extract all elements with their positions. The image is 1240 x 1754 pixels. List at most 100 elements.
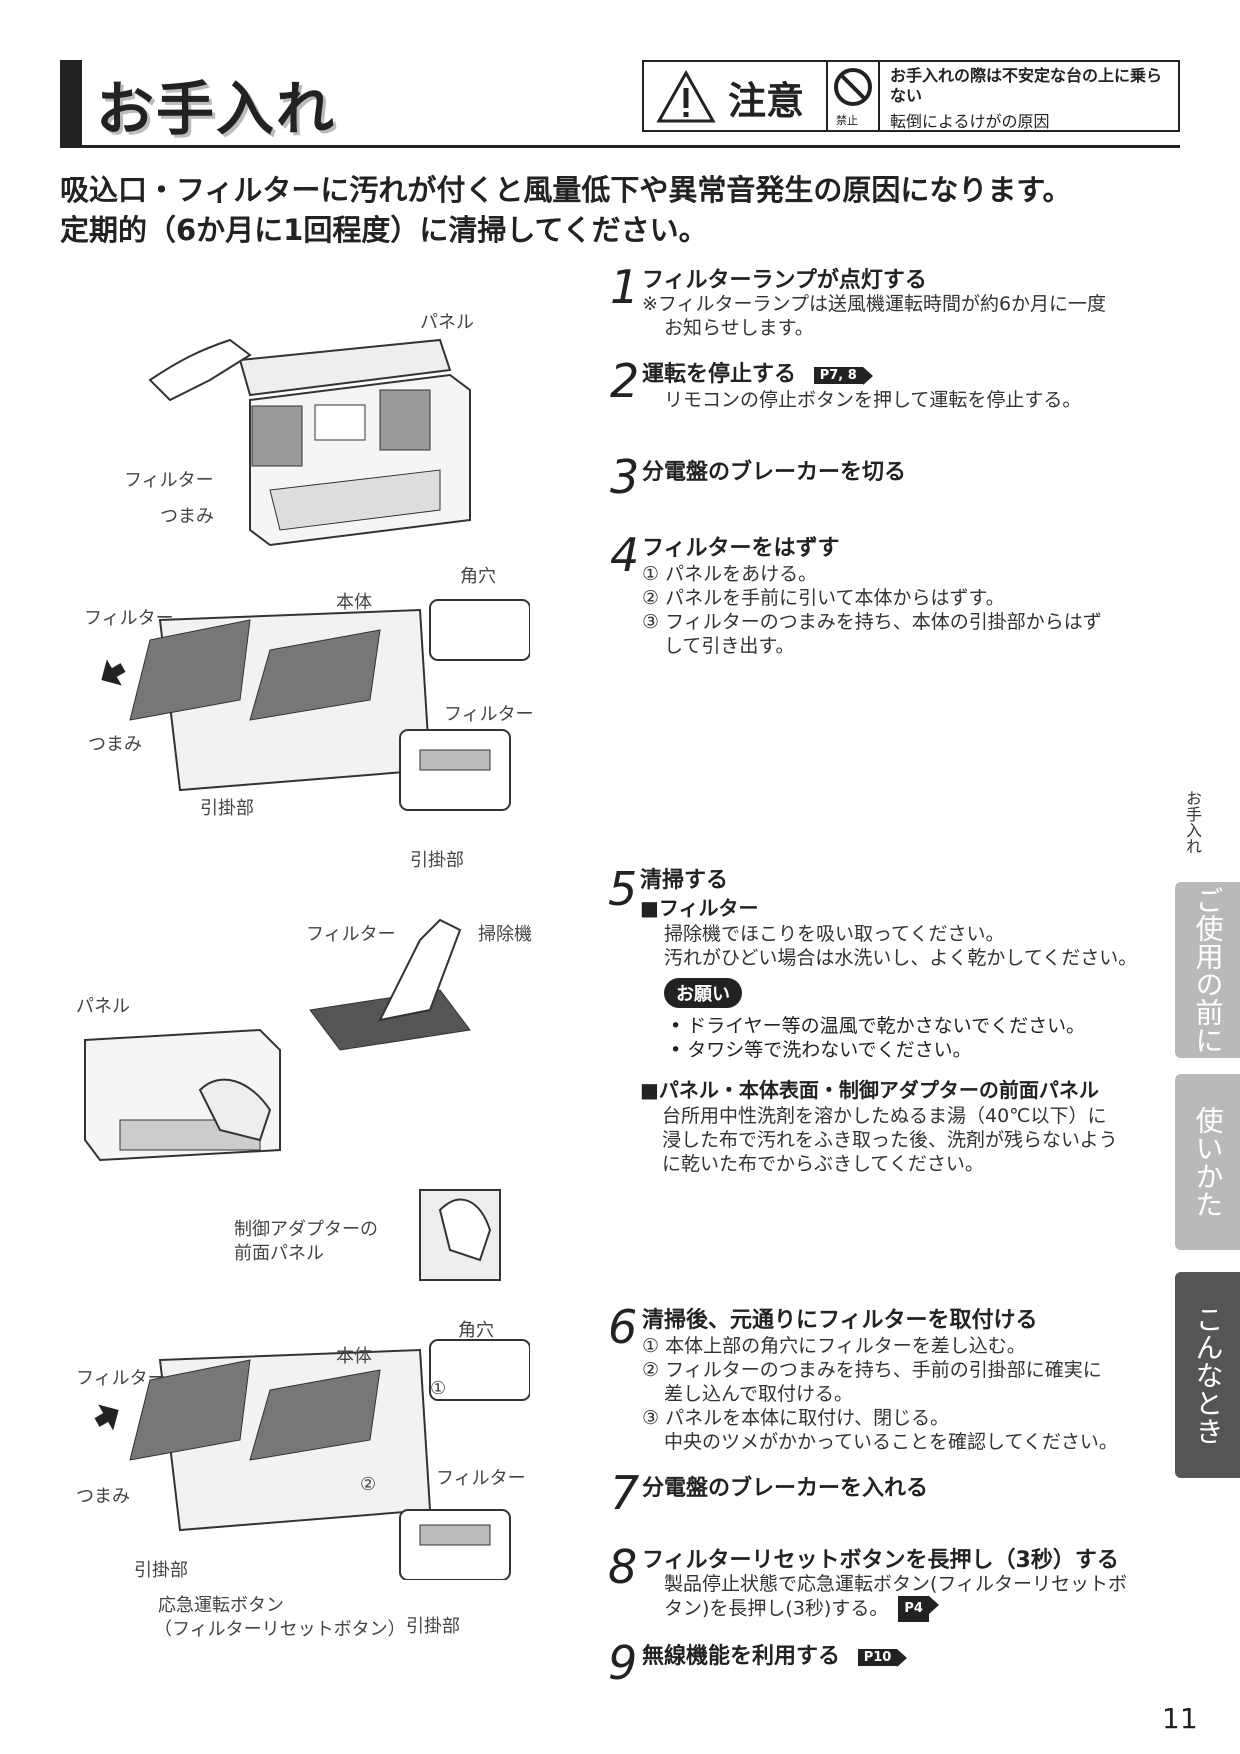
label-vacuum: 掃除機 — [478, 924, 532, 945]
figure-filter-removal — [101, 599, 530, 811]
label-line: 制御アダプターの — [234, 1219, 378, 1240]
prohibit-label: 禁止 — [836, 114, 858, 127]
label-filter: フィルター — [306, 924, 396, 945]
step-body: 台所用中性洗剤を溶かしたぬるま湯（40℃以下）に 浸した布で汚れをふき取った後、… — [662, 1104, 1118, 1176]
body-line: 浸した布で汚れをふき取った後、洗剤が残らないよう — [662, 1129, 1118, 1151]
prohibit-cell: 禁止 — [828, 62, 880, 130]
body-line: ③ パネルを本体に取付け、閉じる。 — [642, 1407, 950, 1429]
title-rule — [60, 145, 1180, 148]
body-line: 製品停止状態で応急運転ボタン(フィルターリセットボ — [664, 1573, 1128, 1595]
intro-line: 定期的（6か月に1回程度）に清掃してください。 — [60, 213, 708, 247]
body-line: 差し込んで取付ける。 — [664, 1383, 854, 1405]
title-accent-bar — [60, 60, 82, 146]
step-title: フィルターランプが点灯する — [642, 268, 927, 293]
step-number: 1 — [610, 260, 640, 314]
step-body: 製品停止状態で応急運転ボタン(フィルターリセットボ タン)を長押し(3秒)する。… — [664, 1572, 1127, 1622]
label-panel: パネル — [420, 312, 474, 333]
page-ref-badge: P10 — [857, 1648, 907, 1667]
label-hook: 引掛部 — [406, 1616, 460, 1637]
body-line: に乾いた布でからぶきしてください。 — [662, 1153, 984, 1175]
step-body: ① 本体上部の角穴にフィルターを差し込む。 ② フィルターのつまみを持ち、手前の… — [642, 1334, 1118, 1454]
body-line: ※フィルターランプは送風機運転時間が約6か月に一度 — [642, 293, 1107, 315]
label-body: 本体 — [336, 592, 372, 613]
step-mark-2: ② — [360, 1474, 377, 1495]
side-tab-troubleshooting[interactable]: こんなとき — [1175, 1272, 1240, 1478]
label-adapter-panel: 制御アダプターの 前面パネル — [234, 1218, 378, 1266]
label-filter: フィルター — [444, 704, 534, 725]
step-bullets: • ドライヤー等の温風で乾かさないでください。 • タワシ等で洗わないでください… — [670, 1014, 1085, 1062]
caution-text: お手入れの際は不安定な台の上に乗らない — [890, 66, 1163, 105]
intro-line: 吸込口・フィルターに汚れが付くと風量低下や異常音発生の原因になります。 — [60, 173, 1072, 207]
page-title: お手入れ — [96, 75, 337, 143]
label-line: 前面パネル — [234, 1243, 324, 1264]
step-number: 3 — [610, 450, 640, 504]
bullet-item: • ドライヤー等の温風で乾かさないでください。 — [670, 1015, 1086, 1037]
prohibited-icon — [834, 68, 872, 106]
figure-cleaning — [84, 918, 501, 1281]
label-square-hole: 角穴 — [460, 566, 496, 587]
step-mark-1: ① — [430, 1378, 447, 1399]
side-tab-before-use[interactable]: ご使用の前に — [1175, 882, 1240, 1058]
body-line: して引き出す。 — [664, 635, 795, 657]
page-number: 11 — [1162, 1702, 1198, 1735]
caution-box: 注意 禁止 お手入れの際は不安定な台の上に乗らない 転倒によるけがの原因 — [642, 60, 1180, 132]
step-subheading: ■パネル・本体表面・制御アダプターの前面パネル — [640, 1078, 1099, 1102]
label-line: （フィルターリセットボタン） — [154, 1619, 406, 1640]
label-line: 応急運転ボタン — [158, 1595, 284, 1616]
body-line: 台所用中性洗剤を溶かしたぬるま湯（40℃以下）に — [662, 1105, 1107, 1127]
warning-icon — [656, 70, 716, 123]
figure-filter-install — [94, 1339, 530, 1580]
step-title: フィルターリセットボタンを長押し（3秒）する — [642, 1548, 1119, 1573]
step-body: リモコンの停止ボタンを押して運転を停止する。 — [664, 389, 1082, 411]
step-body: ① パネルをあける。 ② パネルを手前に引いて本体からはずす。 ③ フィルターの… — [642, 562, 1102, 658]
step-body: 掃除機でほこりを吸い取ってください。 汚れがひどい場合は水洗いし、よく乾かしてく… — [664, 922, 1137, 970]
step-title: 清掃後、元通りにフィルターを取付ける — [642, 1308, 1038, 1333]
body-line: ② パネルを手前に引いて本体からはずす。 — [642, 587, 1005, 609]
step-number: 4 — [610, 528, 640, 582]
body-line: ③ フィルターのつまみを持ち、本体の引掛部からはず — [642, 611, 1102, 633]
label-filter: フィルター — [84, 608, 174, 629]
step-title: 清掃する — [640, 868, 729, 893]
step-title-text: 無線機能を利用する — [642, 1644, 841, 1669]
request-pill: お願い — [664, 978, 742, 1008]
bullet-item: • タワシ等で洗わないでください。 — [670, 1039, 972, 1061]
caution-head: 注意 — [644, 62, 828, 130]
label-emergency-button: 応急運転ボタン （フィルターリセットボタン） — [154, 1594, 406, 1642]
body-line: お知らせします。 — [664, 317, 814, 339]
figure-open-panel — [148, 338, 471, 547]
body-line: ② フィルターのつまみを持ち、手前の引掛部に確実に — [642, 1359, 1102, 1381]
step-number: 6 — [608, 1300, 638, 1354]
body-line: 汚れがひどい場合は水洗いし、よく乾かしてください。 — [664, 947, 1138, 969]
label-knob: つまみ — [160, 506, 214, 527]
label-filter: フィルター — [76, 1368, 166, 1389]
label-hook: 引掛部 — [410, 850, 464, 871]
label-knob: つまみ — [88, 734, 142, 755]
page-ref-badge: P4 — [898, 1596, 939, 1622]
label-knob: つまみ — [76, 1486, 130, 1507]
body-line: 掃除機でほこりを吸い取ってください。 — [664, 923, 1005, 945]
caution-reason: 転倒によるけがの原因 — [890, 112, 1050, 131]
page-ref-badge: P7, 8 — [813, 366, 873, 385]
step-title: 分電盤のブレーカーを入れる — [642, 1476, 929, 1501]
label-hook: 引掛部 — [134, 1560, 188, 1581]
body-line: タン)を長押し(3秒)する。 — [664, 1597, 889, 1620]
step-title: 運転を停止する P7, 8 — [642, 356, 873, 388]
body-line: 中央のツメがかかっていることを確認してください。 — [664, 1431, 1118, 1453]
step-number: 7 — [610, 1466, 640, 1520]
step-number: 9 — [608, 1636, 638, 1690]
step-title: 無線機能を利用する P10 — [642, 1638, 907, 1670]
label-body: 本体 — [336, 1346, 372, 1367]
label-filter: フィルター — [124, 470, 214, 491]
label-hook: 引掛部 — [200, 798, 254, 819]
label-square-hole: 角穴 — [458, 1320, 494, 1341]
step-title-text: 運転を停止する — [642, 362, 797, 387]
caution-word: 注意 — [728, 79, 805, 123]
step-number: 8 — [608, 1540, 638, 1594]
label-filter: フィルター — [436, 1468, 526, 1489]
step-body: ※フィルターランプは送風機運転時間が約6か月に一度 お知らせします。 — [642, 292, 1106, 340]
body-line: ① 本体上部の角穴にフィルターを差し込む。 — [642, 1335, 1026, 1357]
side-tab-how-to-use[interactable]: 使いかた — [1175, 1074, 1240, 1250]
side-section-label: お手入れ — [1183, 790, 1202, 854]
intro-text: 吸込口・フィルターに汚れが付くと風量低下や異常音発生の原因になります。 定期的（… — [60, 170, 1072, 250]
step-subheading: ■フィルター — [640, 896, 759, 920]
